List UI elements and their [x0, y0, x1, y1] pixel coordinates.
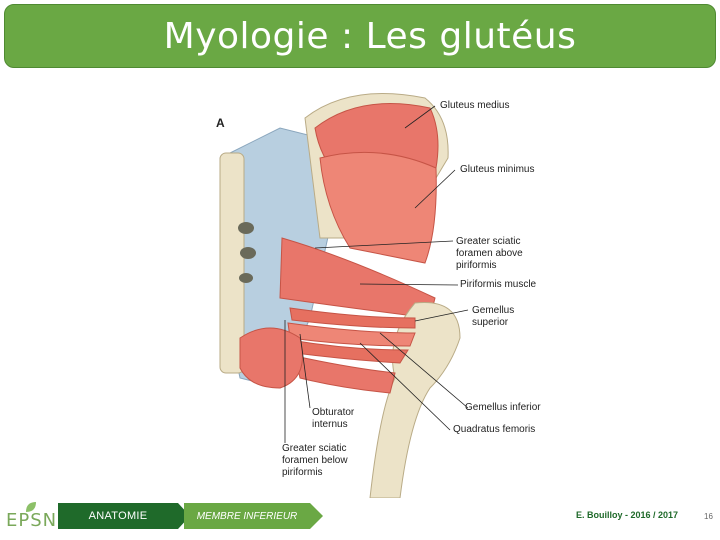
label-gemellus-inferior: Gemellus inferior [465, 402, 541, 413]
anatomy-figure: A Gluteus medius Gluteus minimus Greater… [210, 88, 550, 498]
obturator-internus-shape [287, 322, 416, 347]
figure-letter: A [216, 116, 225, 130]
label-gluteus-medius: Gluteus medius [440, 100, 510, 111]
gluteal-muscles-illustration [219, 93, 469, 498]
label-greater-sciatic-above: Greater sciatic foramen above piriformis [456, 236, 523, 271]
sacrum-bone [219, 152, 256, 374]
label-obturator-internus: Obturator internus [312, 407, 355, 430]
breadcrumb-anatomie[interactable]: ANATOMIE [58, 503, 178, 529]
breadcrumb-membre-inferieur[interactable]: MEMBRE INFERIEUR [184, 503, 310, 529]
label-gluteus-minimus: Gluteus minimus [460, 164, 535, 175]
epsn-logo: EPSN [4, 500, 58, 531]
gemellus-superior-shape [289, 307, 416, 329]
leader-lines [284, 105, 469, 443]
footer-author: E. Bouilloy - 2016 / 2017 [576, 510, 679, 520]
page-number: 16 [704, 512, 713, 521]
femur-bone [369, 301, 461, 498]
title-bar: Myologie : Les glutéus [4, 4, 716, 68]
gluteus-minimus-shape [319, 151, 437, 264]
label-greater-sciatic-below: Greater sciatic foramen below piriformis [282, 443, 348, 478]
label-piriformis: Piriformis muscle [460, 279, 537, 290]
leaf-icon [26, 502, 36, 512]
ischial-muscle-shape [239, 327, 303, 389]
breadcrumb-arrow-2 [310, 503, 323, 529]
gemellus-inferior-shape [289, 339, 409, 364]
logo-text: EPSN [6, 510, 58, 531]
slide-title: Myologie : Les glutéus [163, 15, 577, 57]
quadratus-femoris-shape [294, 355, 396, 394]
label-gemellus-superior: Gemellus superior [472, 305, 515, 328]
label-quadratus-femoris: Quadratus femoris [453, 424, 536, 435]
